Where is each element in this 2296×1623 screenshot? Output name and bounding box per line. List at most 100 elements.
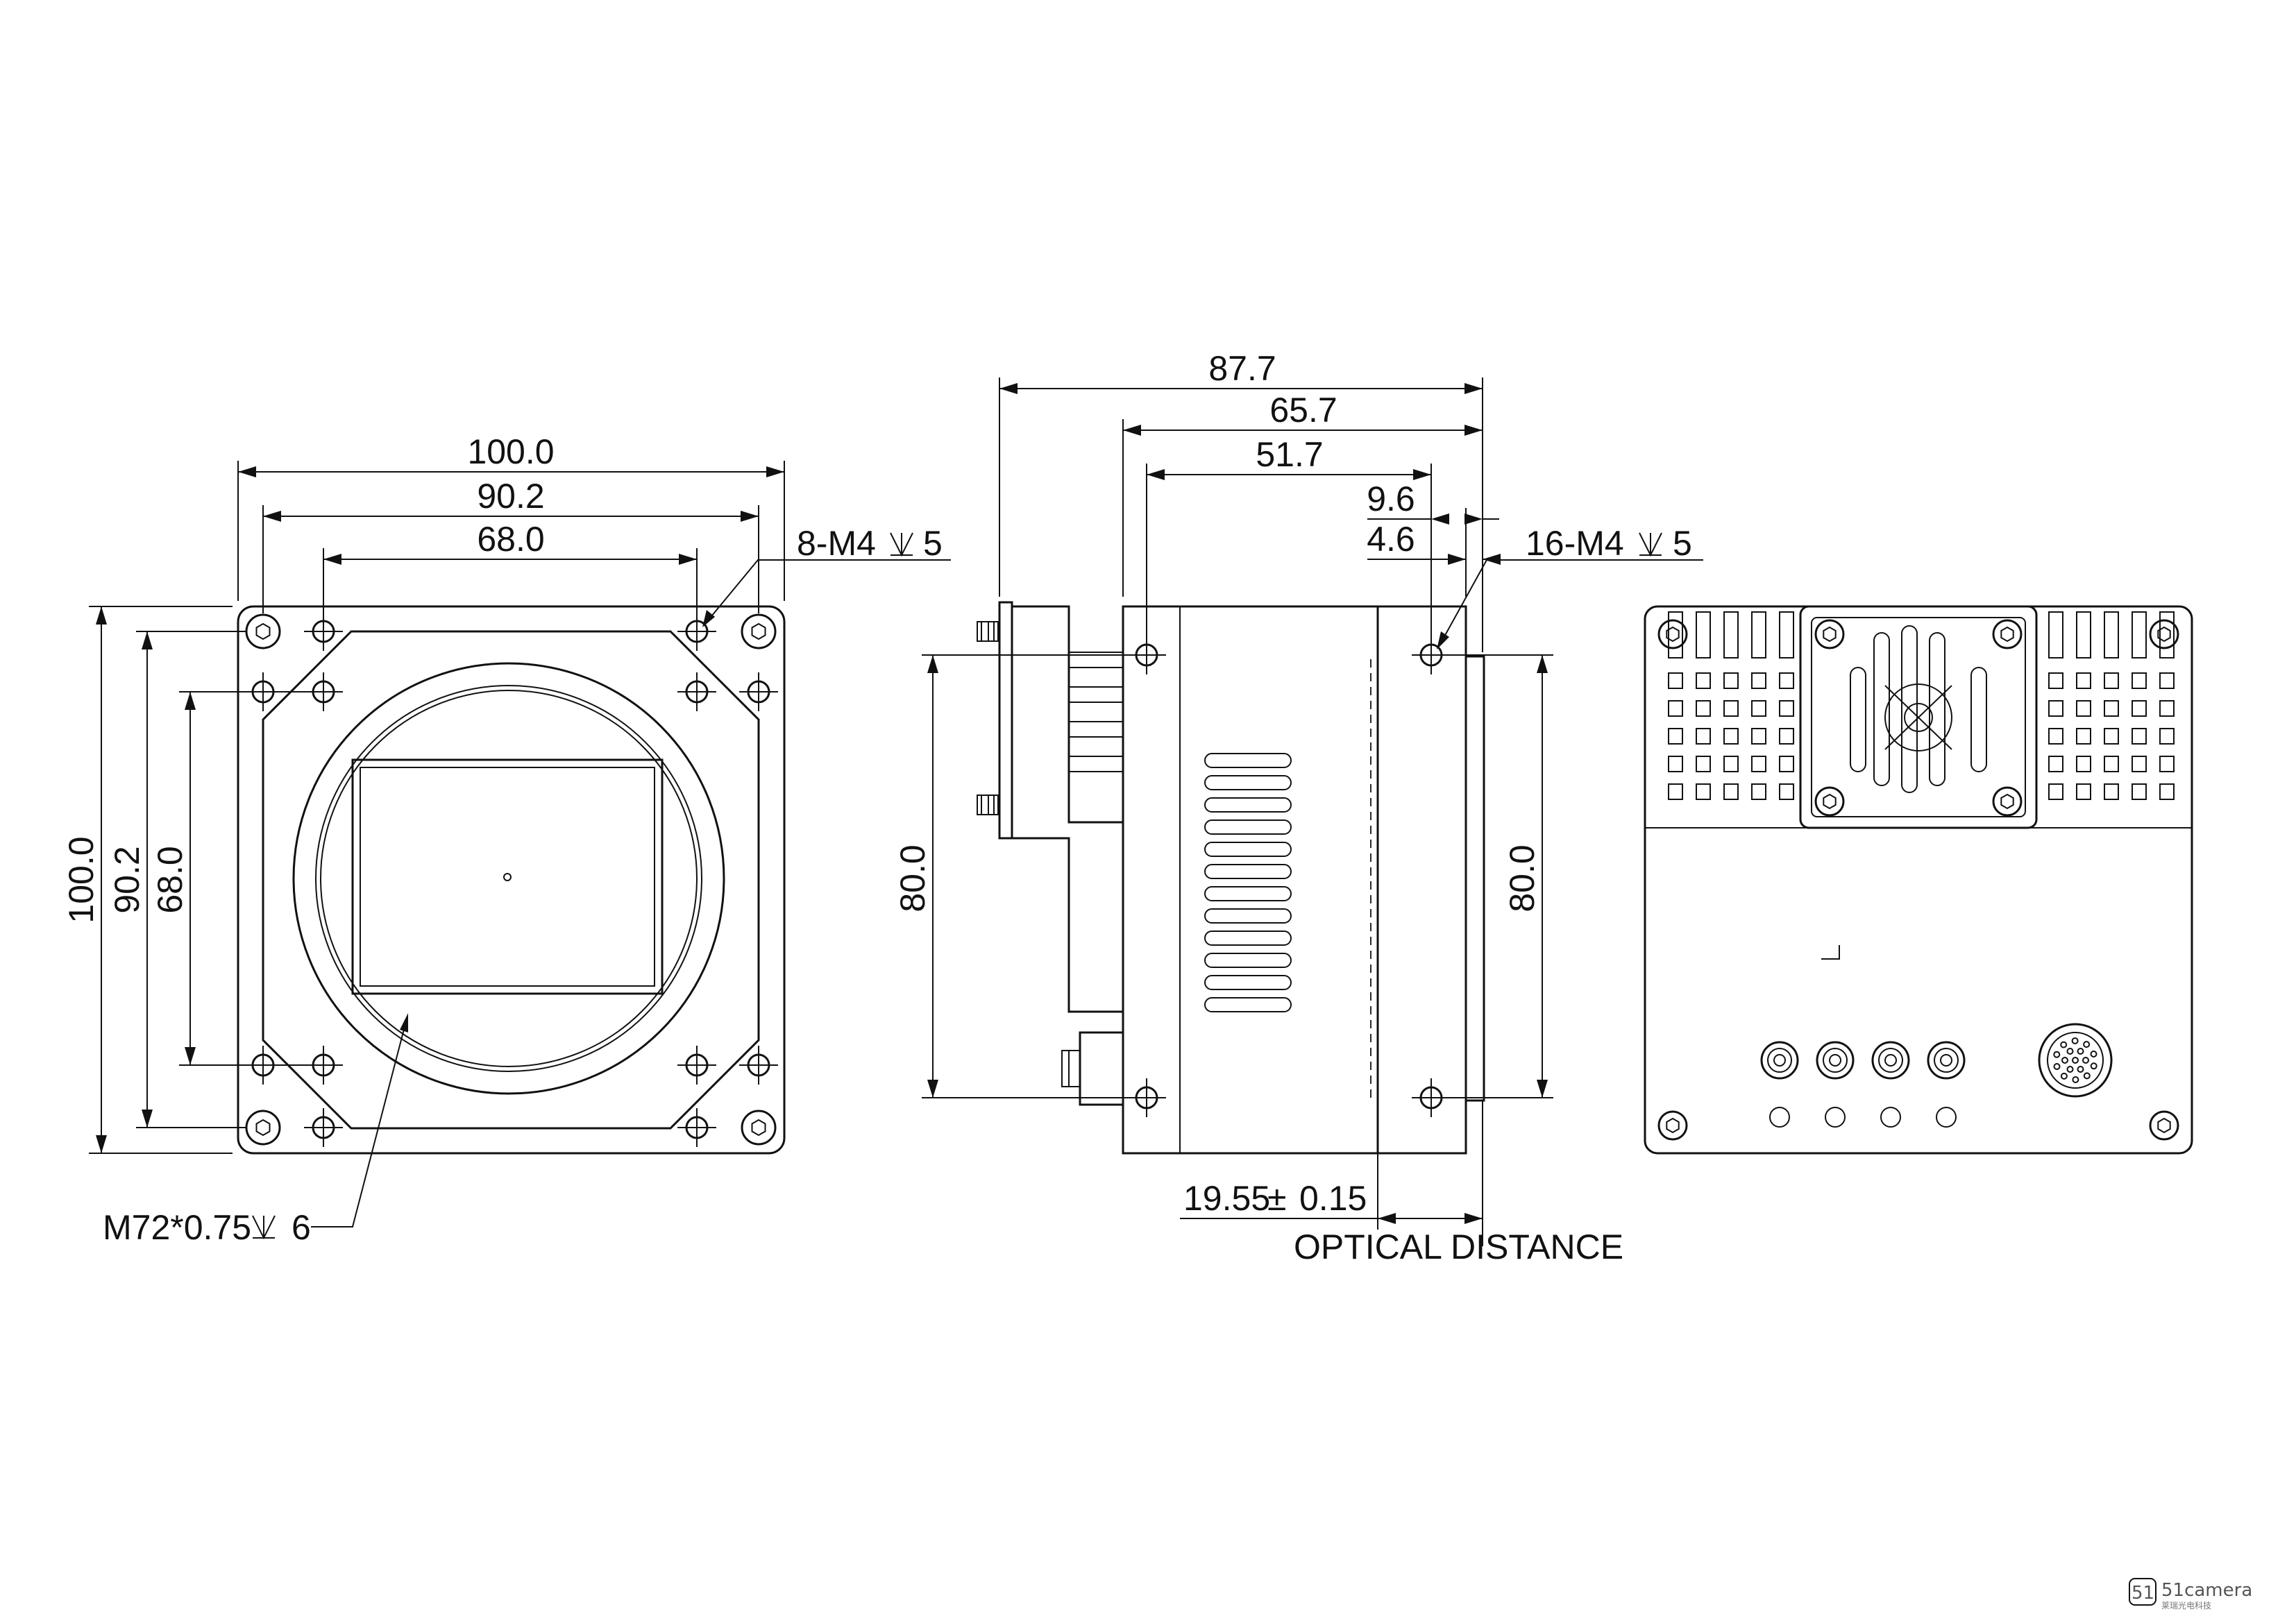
- ground-mark-icon: [1821, 945, 1840, 960]
- heatsink-fin: [1668, 672, 1683, 689]
- connector-pin: [2083, 1041, 2091, 1048]
- heatsink-fin: [1696, 728, 1711, 745]
- heatsink-fin: [1696, 756, 1711, 772]
- heatsink-fin: [2104, 611, 2119, 658]
- side-view: 87.7 65.7 51.7 9.6 4.6 80.0 80.0 16-M4 5: [893, 349, 1703, 1266]
- heatsink-fin: [2076, 700, 2091, 717]
- rear-view: [1644, 605, 2193, 1155]
- heatsink-fin: [2048, 756, 2063, 772]
- side-vertical-dims: 80.0 80.0: [893, 654, 1553, 1098]
- fan-hub-icon: [1884, 683, 1952, 751]
- dim-offset-b: 4.6: [1367, 520, 1415, 559]
- side-connector-icon: [1061, 1031, 1124, 1106]
- lens-mount-inner-ring: [315, 685, 702, 1072]
- connector-pin: [2060, 1041, 2068, 1048]
- heatsink-fin: [2159, 728, 2175, 745]
- sensor-center-mark: [503, 873, 512, 881]
- dim-flange-tolerance: 0.15: [1299, 1179, 1367, 1218]
- callout-lens-thread-label: M72*0.75: [103, 1208, 251, 1247]
- heatsink-fin: [1751, 700, 1766, 717]
- heatsink-fin: [1779, 700, 1794, 717]
- heatsink-fin: [1696, 611, 1711, 658]
- heatsink-fin: [2048, 700, 2063, 717]
- dim-length-a: 65.7: [1269, 391, 1337, 430]
- depth-symbol-icon: [252, 1215, 276, 1240]
- watermark-brand: 51camera: [2161, 1580, 2252, 1601]
- coax-connectors: [1760, 1041, 1966, 1128]
- corner-screw-icon: [1657, 1110, 1688, 1141]
- fan-module: [1799, 605, 2038, 829]
- heatsink-fin: [2104, 783, 2119, 800]
- coax-connector-icon: [1927, 1041, 1966, 1128]
- fan-screw-icon: [1814, 786, 1845, 817]
- heatsink-fin: [2132, 700, 2147, 717]
- front-vertical-dims: 100.0 90.2 68.0: [62, 606, 305, 1154]
- heatsink-fin: [1751, 756, 1766, 772]
- m4-hole-icon: [677, 1046, 716, 1085]
- io-connector-icon: [2038, 1023, 2113, 1098]
- heatsink-fin: [2132, 672, 2147, 689]
- heatsink-fin: [1696, 672, 1711, 689]
- lens-mount-stub: [1464, 655, 1485, 1102]
- connector-pin: [2066, 1066, 2074, 1073]
- connector-pin: [2082, 1057, 2089, 1064]
- heatsink-fin: [2132, 756, 2147, 772]
- heatsink-fin: [1779, 611, 1794, 658]
- plus-minus-symbol: ±: [1267, 1179, 1286, 1218]
- main-body-outline: [1122, 605, 1467, 1155]
- front-horizontal-dims: 100.0 90.2 68.0: [237, 432, 785, 613]
- connector-pin: [2053, 1051, 2061, 1058]
- coax-connector-icon: [1816, 1041, 1855, 1128]
- corner-screw-icon: [741, 1110, 777, 1146]
- heatsink-fin: [1668, 783, 1683, 800]
- watermark-logo-glyph: 51: [2132, 1583, 2154, 1604]
- rear-screws: [1657, 619, 2179, 1141]
- front-view: 100.0 90.2 68.0 100.0 90.2 68.0 8-M4 5: [62, 432, 951, 1247]
- heatsink-fin: [2104, 700, 2119, 717]
- dim-width-mid: 90.2: [477, 477, 544, 516]
- watermark-logo-icon: [2129, 1578, 2156, 1606]
- connector-pin: [2077, 1066, 2084, 1073]
- heatsink-fin: [1751, 611, 1766, 658]
- rear-heatsink-fins: [1069, 652, 1124, 772]
- rear-screw-icon: [977, 621, 999, 815]
- side-vent-slots: [1204, 753, 1292, 1012]
- heatsink-fin: [1668, 611, 1683, 658]
- callout-mount-holes-label: 8-M4: [797, 524, 876, 563]
- dim-height-inner: 68.0: [151, 846, 189, 913]
- coax-connector-icon: [1760, 1041, 1799, 1128]
- image-sensor-active-area: [360, 767, 655, 987]
- heatsink-fin: [2076, 728, 2091, 745]
- connector-pin: [2061, 1057, 2068, 1064]
- depth-symbol-icon: [1639, 532, 1662, 557]
- connector-pin: [2083, 1072, 2091, 1080]
- rear-cover-plate: [998, 601, 1013, 840]
- heatsink-fin: [2048, 728, 2063, 745]
- dim-length-b: 51.7: [1256, 435, 1323, 474]
- heatsink-fin: [1751, 783, 1766, 800]
- heatsink-fin: [2159, 611, 2175, 658]
- heatsink-fin: [1779, 783, 1794, 800]
- heatsink-fin: [2104, 672, 2119, 689]
- fan-screw-icon: [1992, 619, 2023, 649]
- fan-screw-icon: [1814, 619, 1845, 649]
- m4-hole-icon: [677, 1108, 716, 1147]
- dim-width-overall: 100.0: [467, 432, 554, 471]
- heatsink-fin: [1723, 756, 1739, 772]
- heatsink-fin: [2159, 756, 2175, 772]
- lens-thread-ring: [320, 690, 698, 1067]
- callout-lens-thread-depth: 6: [292, 1208, 311, 1247]
- watermark-sub: 莱瑞光电科技: [2161, 1601, 2211, 1611]
- heatsink-fin: [2159, 672, 2175, 689]
- callout-mount-holes-depth: 5: [923, 524, 943, 563]
- heatsink-fin: [1723, 728, 1739, 745]
- optical-distance-label: OPTICAL DISTANCE: [1294, 1227, 1623, 1266]
- corner-screw-icon: [245, 1110, 281, 1146]
- image-sensor-outline: [351, 758, 664, 995]
- heatsink-fin: [2048, 783, 2063, 800]
- side-horizontal-dims: 87.7 65.7 51.7 9.6 4.6: [999, 349, 1501, 652]
- heatsink-fin: [2048, 672, 2063, 689]
- dim-height-left: 80.0: [893, 844, 932, 912]
- connector-pin: [2053, 1063, 2061, 1070]
- heatsink-fin: [1723, 672, 1739, 689]
